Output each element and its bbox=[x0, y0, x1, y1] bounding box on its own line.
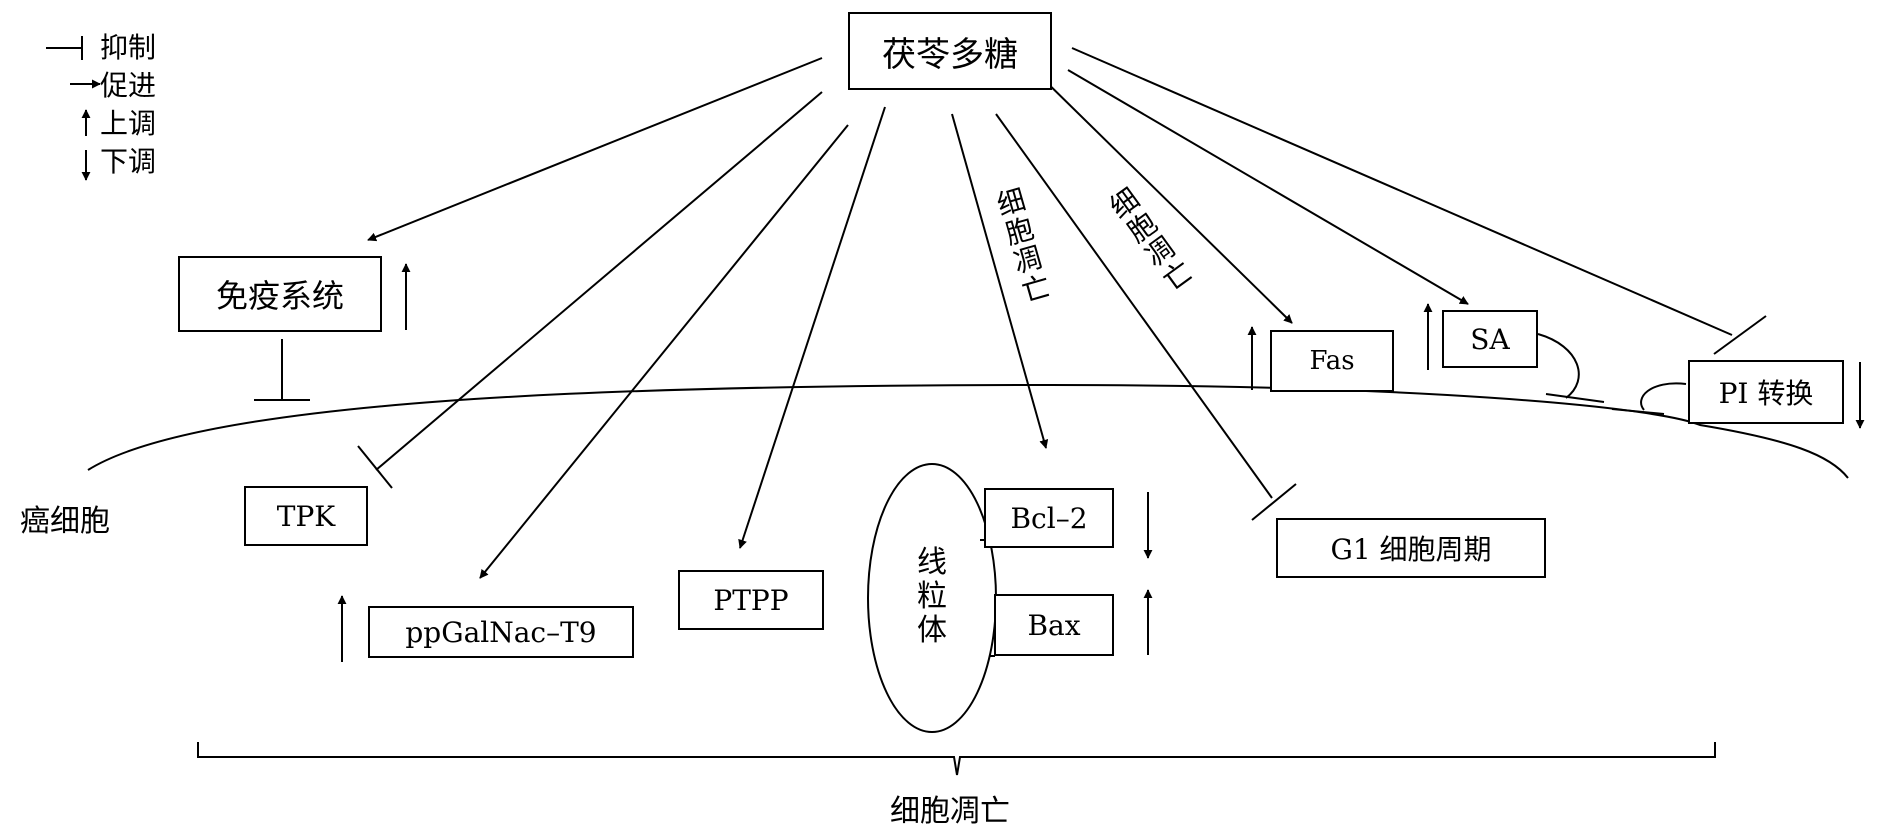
bax-box: Bax bbox=[994, 594, 1114, 656]
arrow-to-ppgalnac bbox=[479, 124, 849, 579]
immune-system-label: 免疫系统 bbox=[215, 277, 344, 315]
apoptosis-bottom-label: 细胞凋亡 bbox=[890, 794, 1010, 829]
fas-box: Fas bbox=[1270, 330, 1394, 392]
legend-upregulate: 上调 bbox=[42, 104, 156, 140]
pi-conversion-box: PI 转换 bbox=[1688, 360, 1844, 424]
legend-inhibit-symbol bbox=[46, 36, 83, 60]
legend-upregulate-label: 上调 bbox=[100, 107, 157, 140]
sa-pi-inhibit bbox=[1537, 333, 1687, 415]
inhibit-to-pi bbox=[1071, 47, 1767, 355]
arrow-to-sa bbox=[1067, 69, 1469, 305]
legend-promote-label: 促进 bbox=[100, 69, 157, 102]
bcl2-label: Bcl–2 bbox=[1010, 501, 1088, 535]
sa-box: SA bbox=[1442, 310, 1538, 368]
cancer-cell-label: 癌细胞 bbox=[20, 504, 110, 539]
arrow-to-ptpp bbox=[738, 106, 886, 549]
g1-cell-cycle-label: G1 细胞周期 bbox=[1330, 533, 1492, 566]
ptpp-label: PTPP bbox=[713, 583, 789, 617]
arrow-to-mitochondria bbox=[951, 113, 1049, 449]
source-box: 茯苓多糖 bbox=[848, 12, 1052, 90]
ppgalnac-box: ppGalNac–T9 bbox=[368, 606, 634, 658]
immune-system-box: 免疫系统 bbox=[178, 256, 382, 332]
cell-membrane bbox=[87, 383, 1849, 479]
ppgalnac-label: ppGalNac–T9 bbox=[405, 615, 597, 649]
arrow-to-immune bbox=[367, 57, 823, 242]
tpk-box: TPK bbox=[244, 486, 368, 546]
legend-inhibit: 抑制 bbox=[42, 28, 156, 64]
source-label: 茯苓多糖 bbox=[882, 34, 1018, 75]
pi-conversion-label: PI 转换 bbox=[1718, 377, 1814, 410]
bcl2-box: Bcl–2 bbox=[984, 488, 1114, 548]
legend-downregulate-label: 下调 bbox=[100, 145, 157, 178]
legend-downregulate: 下调 bbox=[42, 142, 156, 178]
apoptosis-brace bbox=[197, 742, 1716, 776]
inhibit-to-tpk bbox=[357, 91, 823, 489]
arrow-to-fas bbox=[1031, 67, 1293, 324]
sa-label: SA bbox=[1470, 322, 1510, 356]
bax-label: Bax bbox=[1027, 608, 1081, 642]
ptpp-box: PTPP bbox=[678, 570, 824, 630]
fas-label: Fas bbox=[1309, 346, 1355, 376]
tpk-label: TPK bbox=[276, 499, 336, 533]
immune-inhibit bbox=[254, 339, 310, 401]
mitochondrion-label: 线粒体 bbox=[917, 545, 947, 648]
legend-promote: 促进 bbox=[42, 66, 156, 102]
legend-inhibit-label: 抑制 bbox=[100, 31, 157, 64]
g1-cell-cycle-box: G1 细胞周期 bbox=[1276, 518, 1546, 578]
inhibit-to-g1 bbox=[995, 113, 1297, 521]
